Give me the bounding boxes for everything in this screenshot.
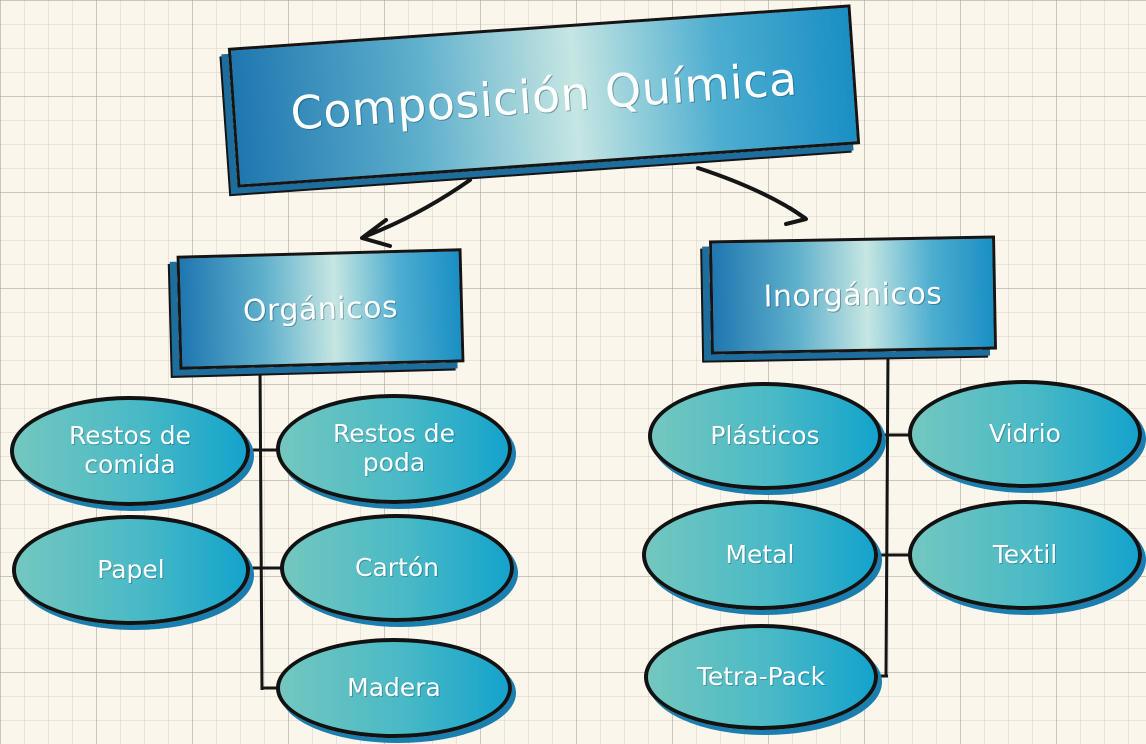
- arrow-to-inorganic: [696, 166, 807, 220]
- inorganic-item: Tetra-Pack: [644, 624, 878, 730]
- arrow-to-organic: [364, 178, 472, 238]
- inorganic-category-box: Inorgánicos: [709, 235, 997, 355]
- arrowhead-inorganic: [784, 206, 808, 226]
- inorganic-item: Metal: [642, 500, 878, 610]
- arrowhead-organic: [360, 218, 392, 248]
- organic-trunk-line: [258, 365, 264, 691]
- inorganic-item: Vidrio: [908, 380, 1142, 488]
- organic-item: Madera: [276, 638, 512, 738]
- title-text: Composición Química: [288, 51, 800, 141]
- inorganic-category-label: Inorgánicos: [763, 275, 943, 315]
- organic-item: Cartón: [280, 514, 514, 622]
- inorganic-trunk-line: [884, 351, 890, 677]
- inorganic-item: Textil: [908, 500, 1142, 610]
- organic-item: Papel: [12, 515, 250, 625]
- organic-item: Restos de poda: [276, 394, 512, 504]
- organic-item: Restos de comida: [10, 396, 250, 506]
- organic-category-label: Orgánicos: [242, 289, 399, 329]
- organic-category-box: Orgánicos: [176, 248, 465, 370]
- inorganic-item: Plásticos: [648, 382, 882, 490]
